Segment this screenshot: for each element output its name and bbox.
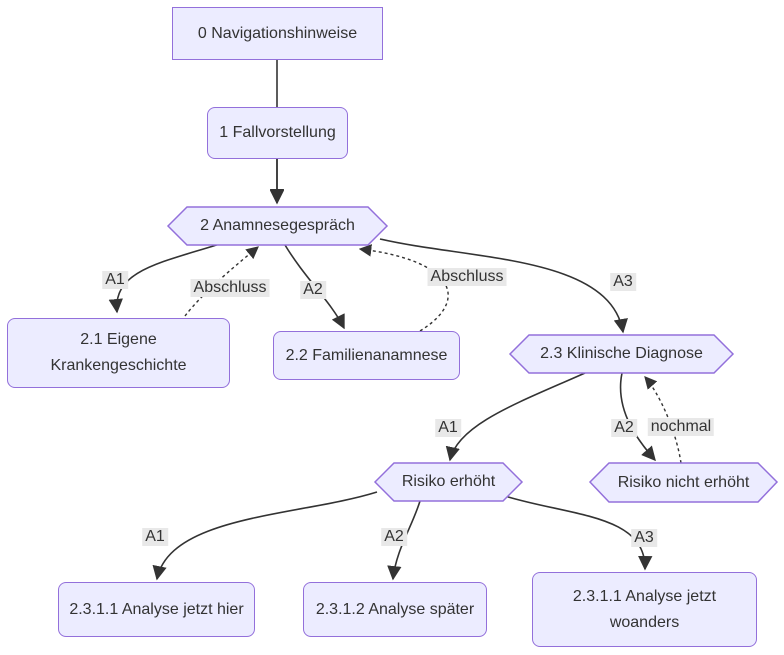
node-label: 0 Navigationshinweise [197,24,358,42]
node-label: 2.1 Eigene Krankengeschichte [50,331,187,374]
edge-label-a1-top: A1 [102,271,128,289]
edge-label-a1-mid: A1 [435,419,461,437]
edge-label-abschluss-right: Abschluss [427,268,507,286]
edge-label-a3-bottom: A3 [631,529,657,547]
edge-anamnese-a3 [379,238,628,334]
edge-label-nochmal: nochmal [647,418,715,436]
edge-label-a2-top: A2 [300,281,326,299]
node-navigationshinweise: 0 Navigationshinweise [172,7,383,60]
edge-label-a2-mid: A2 [611,419,637,437]
node-label: 1 Fallvorstellung [219,124,336,141]
node-label: 2.2 Familienanamnese [285,346,448,364]
edge-anamnese-a1 [108,242,224,314]
edge-risiko-a3 [504,495,653,571]
edge-label-a3-top: A3 [610,273,636,291]
node-fallvorstellung: 1 Fallvorstellung [207,107,348,159]
edge-label-a1-bottom: A1 [142,528,168,546]
edge-label-abschluss-left: Abschluss [190,279,270,297]
node-analyse-spaeter: 2.3.1.2 Analyse später [303,582,487,637]
node-label: 2.3.1.1 Analyse jetzt woanders [572,587,717,631]
node-anamnesegespraech-shape [166,206,389,246]
edge-diagnose-a1 [445,372,586,462]
node-risiko-nicht-erhoeht-shape [588,462,779,503]
node-label: 2.3.1.2 Analyse später [315,600,475,618]
node-analyse-jetzt-hier: 2.3.1.1 Analyse jetzt hier [58,582,255,637]
edge-abschluss-left [184,246,259,317]
node-familienanamnese: 2.2 Familienanamnese [273,331,460,380]
edge-label-a2-bottom: A2 [381,528,407,546]
node-analyse-jetzt-woanders: 2.3.1.1 Analyse jetzt woanders [532,572,757,647]
node-risiko-erhoeht-shape [373,462,524,502]
edge-abschluss-right [358,244,449,332]
edge-diagnose-a2 [619,372,656,462]
edge-risiko-a1 [152,491,378,581]
node-eigene-krankengeschichte: 2.1 Eigene Krankengeschichte [7,318,230,388]
node-label: 2.3.1.1 Analyse jetzt hier [69,600,244,618]
node-klinische-diagnose-shape [508,334,735,374]
